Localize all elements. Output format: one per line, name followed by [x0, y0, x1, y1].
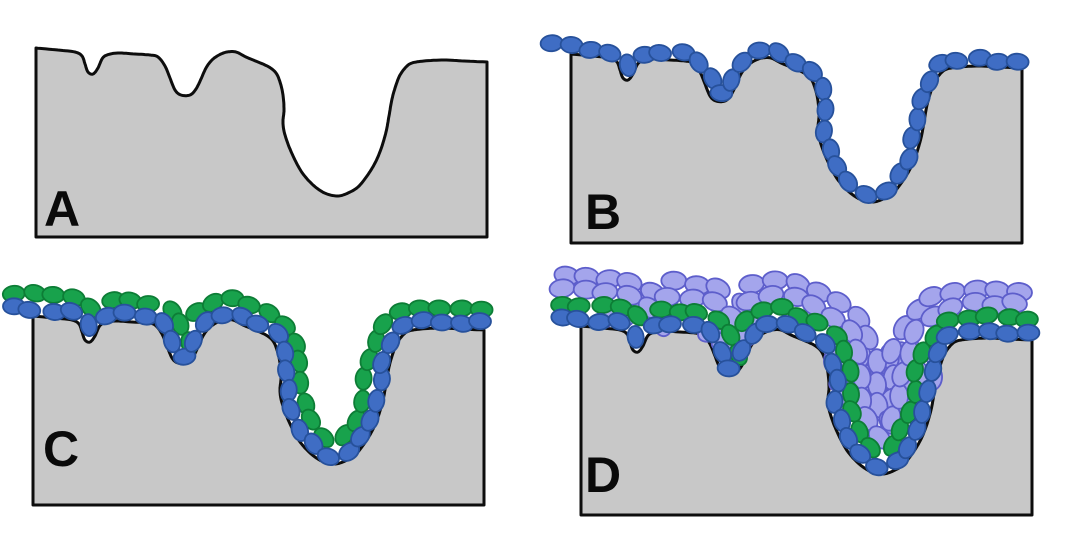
particle-layer-blue [539, 34, 1030, 205]
panel-c: C [1, 284, 494, 507]
substrate-shape [569, 52, 1024, 245]
particle-blue [899, 147, 919, 171]
particle-blue [598, 43, 622, 63]
panel-label: D [585, 447, 621, 503]
particle-layers [548, 265, 1041, 477]
panel-label: B [585, 184, 621, 240]
particle-blue [957, 322, 982, 341]
particle-blue [854, 184, 878, 205]
particle-blue [607, 312, 631, 331]
particle-blue [618, 53, 637, 78]
particle-blue [112, 303, 137, 322]
substrate-shape [34, 46, 489, 239]
particle-blue [172, 347, 197, 366]
particle-blue [716, 359, 741, 378]
particle-blue [59, 301, 84, 321]
particle-layers [1, 284, 494, 467]
particle-lavender [548, 278, 576, 299]
particle-blue [814, 333, 836, 355]
particle-green [770, 297, 794, 316]
particle-blue [837, 170, 859, 193]
particle-layer-blue [550, 308, 1041, 477]
particle-blue [658, 315, 682, 334]
panel-a: A [34, 46, 489, 239]
particle-layers [539, 34, 1030, 205]
particle-layer-blue [2, 297, 492, 467]
panel-d: D [548, 265, 1041, 517]
substrate-shape [579, 324, 1034, 517]
panel-label: A [44, 181, 80, 237]
particle-blue [865, 457, 889, 477]
particle-blue [935, 326, 959, 345]
panel-b: B [539, 34, 1030, 245]
particle-lavender [660, 270, 688, 291]
particle-blue [290, 418, 310, 442]
particle-blue [944, 51, 969, 70]
particle-blue [913, 400, 932, 424]
particle-blue [626, 325, 645, 349]
particle-blue [539, 34, 564, 53]
particle-blue [648, 44, 672, 62]
particle-lavender [903, 318, 925, 345]
panel-label: C [43, 421, 79, 477]
particle-blue [793, 323, 817, 343]
particle-blue [908, 107, 927, 132]
particle-green [41, 285, 66, 304]
particle-blue [1005, 52, 1030, 71]
particle-blue [245, 314, 270, 333]
substrate-shape [31, 314, 486, 507]
particle-green [649, 300, 673, 319]
particle-blue [1016, 323, 1041, 342]
particle-blue [316, 447, 340, 467]
particle-blue [828, 368, 847, 393]
particle-blue [429, 313, 454, 332]
particle-blue [825, 390, 844, 414]
particle-blue [17, 300, 42, 319]
particle-blue [468, 312, 492, 331]
particle-blue [79, 313, 98, 337]
particle-blue [700, 320, 721, 344]
particle-blue [874, 181, 898, 201]
particle-blue [814, 119, 833, 144]
